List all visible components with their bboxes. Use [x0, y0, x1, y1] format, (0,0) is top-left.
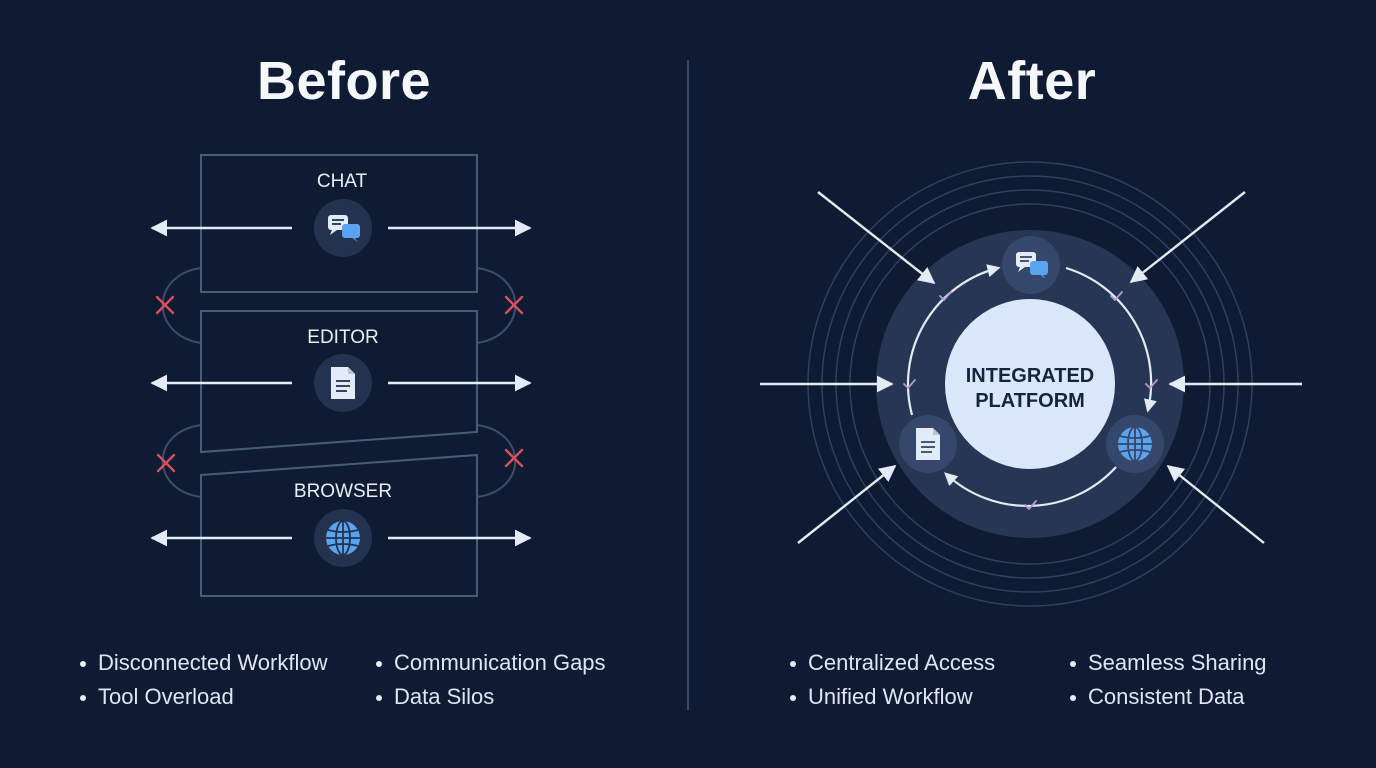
check-icon: [903, 379, 916, 389]
document-icon: [899, 415, 957, 473]
before-bullets-col1: Disconnected Workflow Tool Overload: [78, 646, 327, 714]
after-bullets-col2: Seamless Sharing Consistent Data: [1068, 646, 1267, 714]
tool-label-editor: EDITOR: [307, 327, 378, 348]
check-icon: [1110, 291, 1123, 301]
hub-label-line1: INTEGRATED: [966, 365, 1095, 387]
outward-arrows: [150, 219, 532, 547]
broken-link-icon: [156, 453, 176, 473]
bullet-item: Communication Gaps: [374, 646, 606, 680]
editor-box: [200, 310, 478, 454]
bullet-item: Tool Overload: [78, 680, 327, 714]
broken-link-icon: [504, 448, 524, 468]
check-icon: [1024, 500, 1037, 510]
after-bullets-col1: Centralized Access Unified Workflow: [788, 646, 995, 714]
chat-icon: [314, 199, 372, 257]
bullet-item: Seamless Sharing: [1068, 646, 1267, 680]
hub-label-line2: PLATFORM: [975, 390, 1085, 412]
after-title: After: [967, 51, 1097, 111]
globe-icon: [314, 509, 372, 567]
after-diagram: INTEGRATED PLATFORM: [760, 161, 1302, 607]
broken-link-icon: [155, 295, 175, 315]
bullet-item: Centralized Access: [788, 646, 995, 680]
tool-label-browser: BROWSER: [294, 481, 392, 502]
bullet-item: Disconnected Workflow: [78, 646, 327, 680]
broken-link-markers: [155, 295, 524, 473]
browser-box: [200, 453, 478, 597]
tool-boxes: [200, 154, 478, 597]
bullet-item: Consistent Data: [1068, 680, 1267, 714]
bullet-item: Unified Workflow: [788, 680, 995, 714]
after-panel: After: [688, 0, 1376, 768]
check-marks: [903, 291, 1158, 510]
chat-box: [200, 154, 478, 293]
tool-label-chat: CHAT: [317, 171, 368, 192]
chat-icon: [1002, 236, 1060, 294]
globe-icon: [1106, 415, 1164, 473]
inward-arrows: [760, 191, 1302, 544]
integrated-platform-hub: [945, 299, 1115, 469]
document-icon: [314, 354, 372, 412]
broken-link-icon: [504, 295, 524, 315]
panel-divider: [687, 60, 689, 710]
before-title: Before: [256, 51, 432, 111]
check-icon: [1145, 379, 1158, 389]
check-icon: [939, 291, 952, 301]
before-bullets-col2: Communication Gaps Data Silos: [374, 646, 606, 714]
before-panel: Before: [78, 51, 606, 714]
before-diagram: CHAT EDITOR BROWSER: [150, 154, 532, 597]
bullet-item: Data Silos: [374, 680, 606, 714]
